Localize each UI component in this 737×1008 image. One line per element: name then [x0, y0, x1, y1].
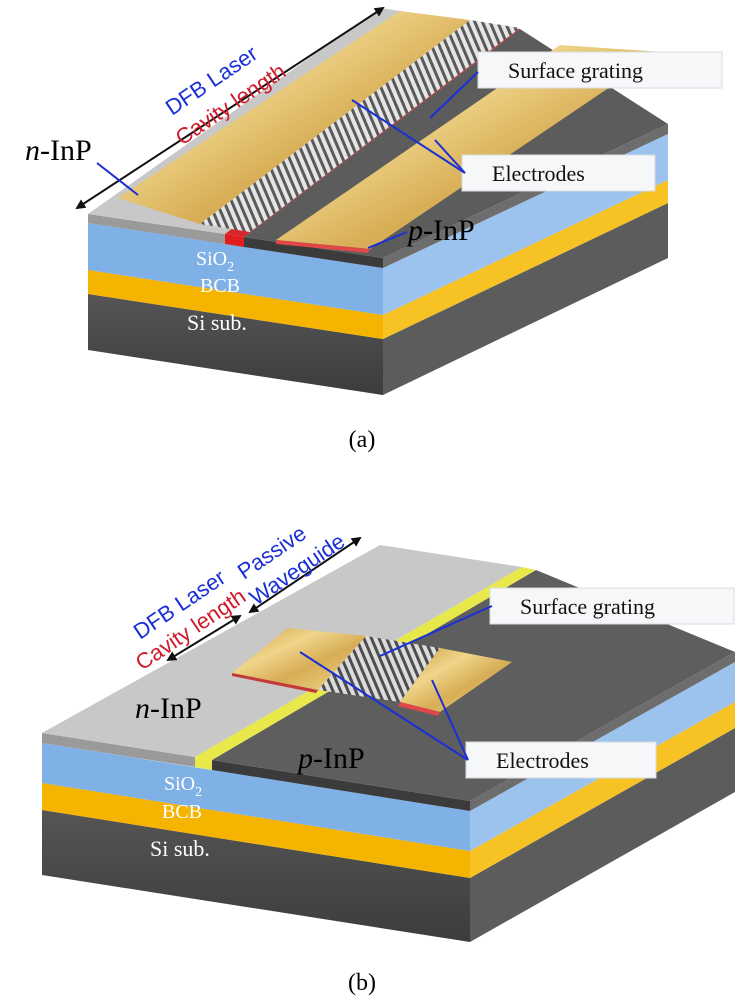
surface-grating-label-b: Surface grating: [520, 594, 655, 619]
left-electrode-b: [232, 628, 366, 690]
electrode-leader-2-a: [434, 139, 466, 174]
caption-a: (a): [349, 427, 376, 453]
bcb-layer-front-b: [42, 783, 470, 878]
surface-grating-box-b: [489, 587, 735, 625]
si-sub-label-a: Si sub.: [187, 310, 247, 335]
electrodes-label-a: Electrodes: [492, 161, 585, 186]
si-substrate-side-b: [470, 728, 735, 942]
n-inp-leader-a: [96, 162, 139, 196]
grating-leader-a: [429, 71, 479, 119]
panel-b: DFB Laser Cavity length Passive Waveguid…: [42, 520, 735, 996]
surface-grating-b: [318, 636, 440, 702]
p-inp-leader-a: [367, 231, 408, 249]
electrodes-label-b: Electrodes: [496, 748, 589, 773]
electrode-leader-1-a: [351, 99, 466, 174]
caption-b: (b): [348, 970, 376, 996]
si-substrate-front-a: [88, 294, 383, 395]
electrode-leader-2-b: [431, 679, 469, 761]
bcb-layer-side-a: [383, 180, 668, 339]
electrodes-box-a: [461, 154, 656, 192]
yellow-stripe-edge-b: [195, 757, 212, 770]
n-inp-edge-b: [42, 733, 195, 767]
n-inp-label-b: n-InP: [135, 692, 202, 725]
n-inp-edge-a: [88, 214, 225, 244]
right-electrode-b: [400, 648, 512, 712]
right-electrode-edge-b: [398, 702, 440, 716]
p-inp-edge-b: [212, 760, 470, 811]
sio2-strip-edge-a: [225, 234, 244, 247]
p-inp-label-a: p-InP: [406, 214, 475, 247]
left-electrode-edge-b: [232, 673, 318, 693]
surface-grating-label-a: Surface grating: [508, 58, 643, 83]
sio2-layer-front-b: [42, 743, 470, 851]
bcb-layer-front-a: [88, 270, 383, 339]
sio2-label-b: SiO2: [164, 773, 202, 800]
p-inp-edge-a: [244, 237, 383, 268]
passive-waveguide-arrow-b: [248, 536, 362, 614]
bcb-label-a: BCB: [200, 275, 240, 297]
si-substrate-front-b: [42, 810, 470, 942]
right-electrode-edge-a: [276, 240, 370, 253]
sio2-label-a: SiO2: [196, 248, 234, 275]
n-inp-label-a: n-InP: [25, 134, 92, 167]
electrodes-box-b: [465, 741, 657, 779]
p-inp-label-b: p-InP: [296, 742, 365, 775]
bcb-layer-side-b: [470, 702, 735, 878]
grating-leader-b: [379, 605, 493, 657]
panel-a: DFB Laser Cavity length n-InP Surface gr…: [25, 6, 723, 453]
cavity-length-arrow-a: [75, 6, 385, 210]
electrode-leader-1-b: [299, 651, 469, 761]
bcb-label-b: BCB: [162, 801, 202, 823]
si-substrate-side-a: [383, 203, 668, 395]
surface-grating-box-a: [477, 51, 723, 89]
sio2-layer-front-a: [88, 223, 383, 315]
cavity-length-arrow-b: [166, 614, 242, 662]
si-sub-label-b: Si sub.: [150, 836, 210, 861]
